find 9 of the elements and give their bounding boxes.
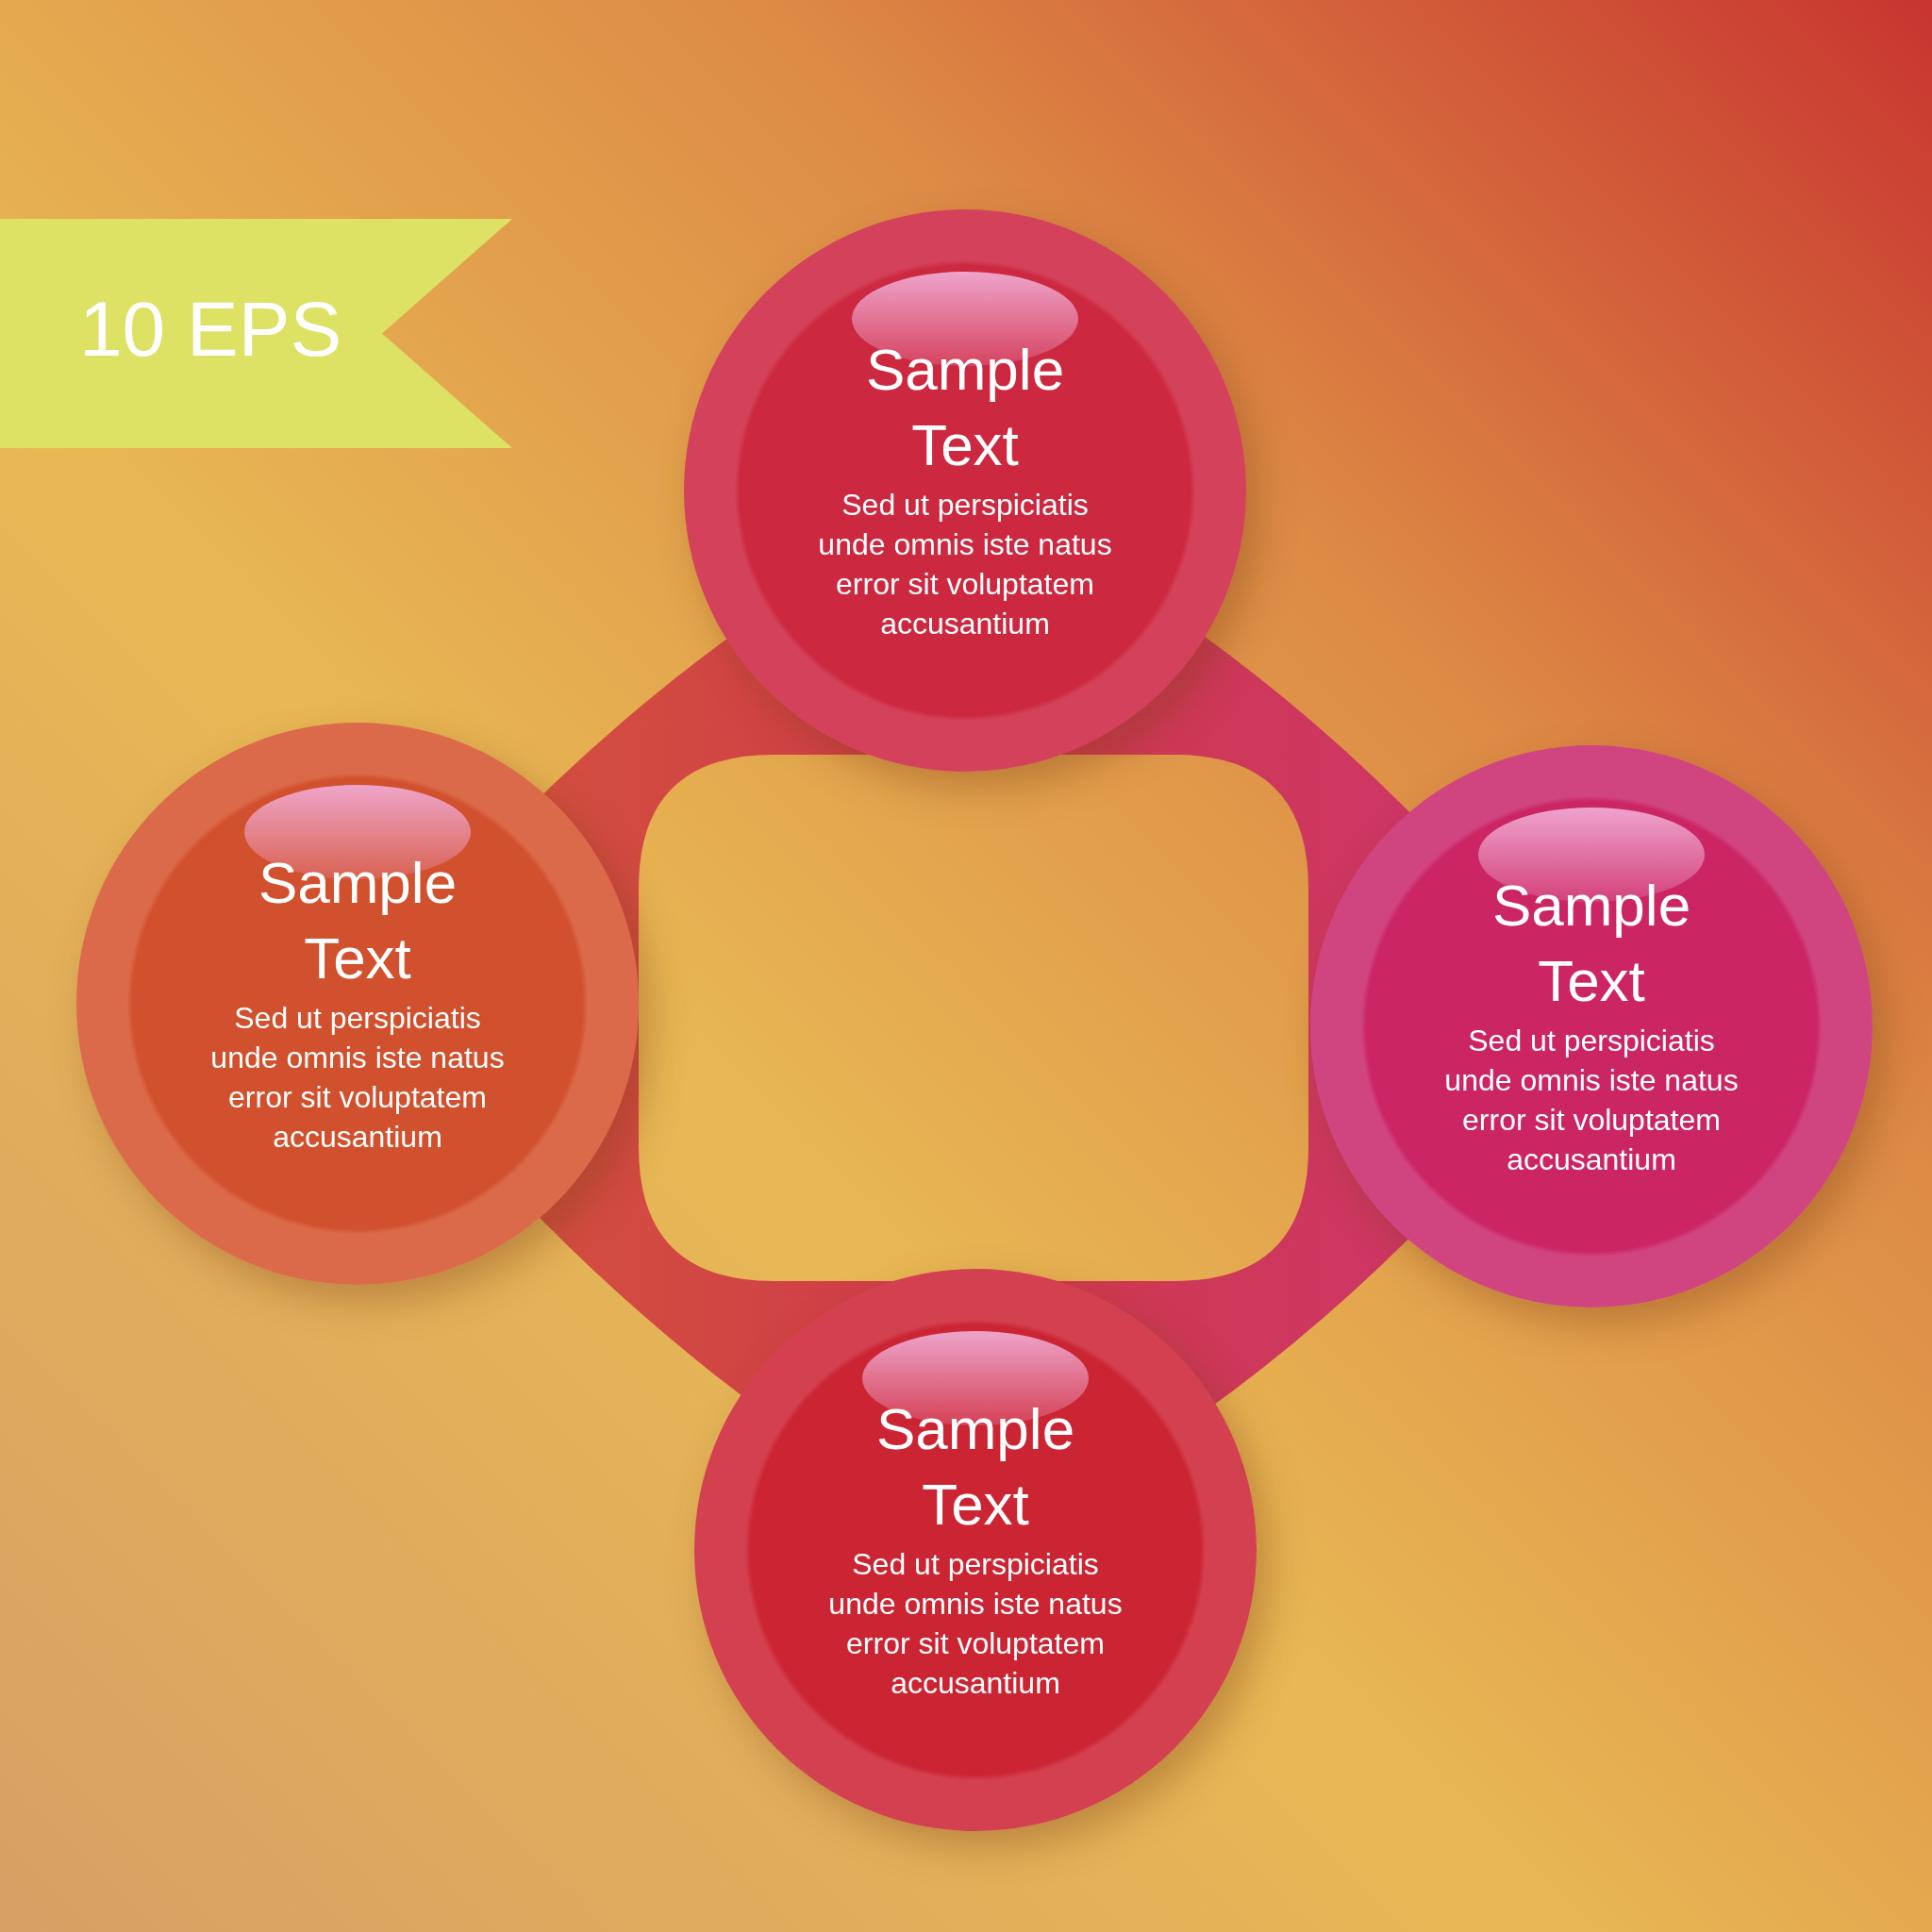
circle-description: Sed ut perspiciatis unde omnis iste natus error sit voluptatem accusantium [817,487,1113,642]
circle-heading: Sample Text [257,849,458,992]
circle-heading: Sample Text [1491,872,1692,1015]
circle-heading: Sample Text [874,1395,1076,1539]
circle-heading: Sample Text [864,336,1066,479]
banner-text: 10 EPS [79,285,342,374]
circle-description: Sed ut perspiciatis unde omnis iste natus error sit voluptatem accusantium [209,1000,506,1156]
circle-description: Sed ut perspiciatis unde omnis iste natus error sit voluptatem accusantium [1443,1023,1740,1178]
circle-description: Sed ut perspiciatis unde omnis iste natus error sit voluptatem accusantium [827,1546,1124,1702]
